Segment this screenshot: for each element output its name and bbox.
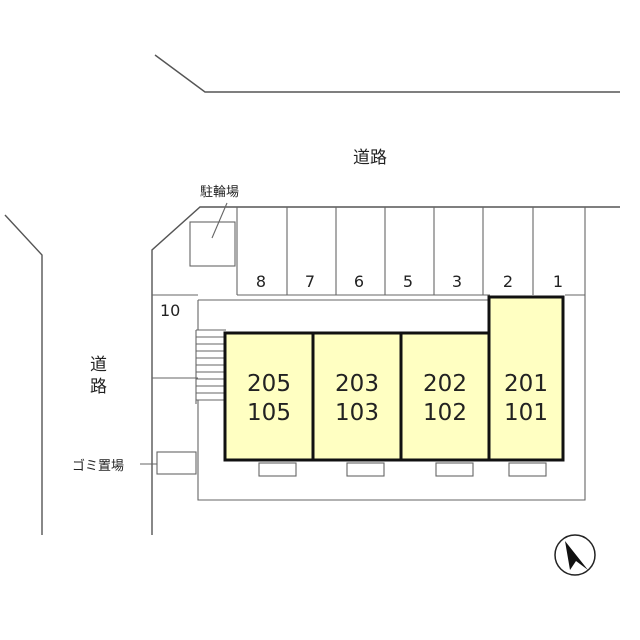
parking-space-1: 1 bbox=[553, 272, 563, 291]
parking-space-10: 10 bbox=[160, 301, 180, 320]
bicycle-parking-label: 駐輪場 bbox=[200, 184, 239, 200]
garbage-box bbox=[156, 451, 197, 475]
unit-number-205: 205 bbox=[247, 371, 291, 397]
unit-meter-box bbox=[258, 462, 297, 477]
road-label-left-2: 路 bbox=[90, 377, 107, 397]
parking-space-7: 7 bbox=[305, 272, 315, 291]
unit-numbers: 205 105 203 103 202 102 201 101 bbox=[247, 371, 548, 426]
unit-number-101: 101 bbox=[504, 400, 548, 426]
bicycle-parking-box bbox=[189, 221, 236, 267]
north-arrow-icon bbox=[554, 534, 596, 576]
parking-space-6: 6 bbox=[354, 272, 364, 291]
building-unit-201-101 bbox=[487, 295, 565, 462]
unit-number-105: 105 bbox=[247, 400, 291, 426]
unit-number-102: 102 bbox=[423, 400, 467, 426]
unit-number-201: 201 bbox=[504, 371, 548, 397]
unit-number-203: 203 bbox=[335, 371, 379, 397]
unit-number-103: 103 bbox=[335, 400, 379, 426]
unit-number-202: 202 bbox=[423, 371, 467, 397]
staircase bbox=[195, 329, 226, 404]
bicycle-parking-leader bbox=[211, 202, 228, 239]
garbage-area-label: ゴミ置場 bbox=[72, 458, 124, 474]
building-unit-203-103 bbox=[311, 331, 403, 462]
unit-meter-box bbox=[346, 462, 385, 477]
parking-space-numbers: 8 7 6 5 3 2 1 bbox=[256, 272, 563, 291]
parking-space-8: 8 bbox=[256, 272, 266, 291]
lot-boundary bbox=[197, 295, 586, 501]
parking-space-5: 5 bbox=[403, 272, 413, 291]
parking-space-2: 2 bbox=[503, 272, 513, 291]
road-label-top: 道路 bbox=[353, 148, 387, 168]
parking-space-3: 3 bbox=[452, 272, 462, 291]
road-edge-left bbox=[4, 214, 43, 535]
road-label-left-1: 道 bbox=[90, 355, 107, 375]
unit-meter-box bbox=[508, 462, 547, 477]
road-edge-top bbox=[154, 54, 620, 93]
building-unit-202-102 bbox=[399, 331, 491, 462]
site-boundary bbox=[151, 206, 620, 535]
unit-meter-box bbox=[435, 462, 474, 477]
